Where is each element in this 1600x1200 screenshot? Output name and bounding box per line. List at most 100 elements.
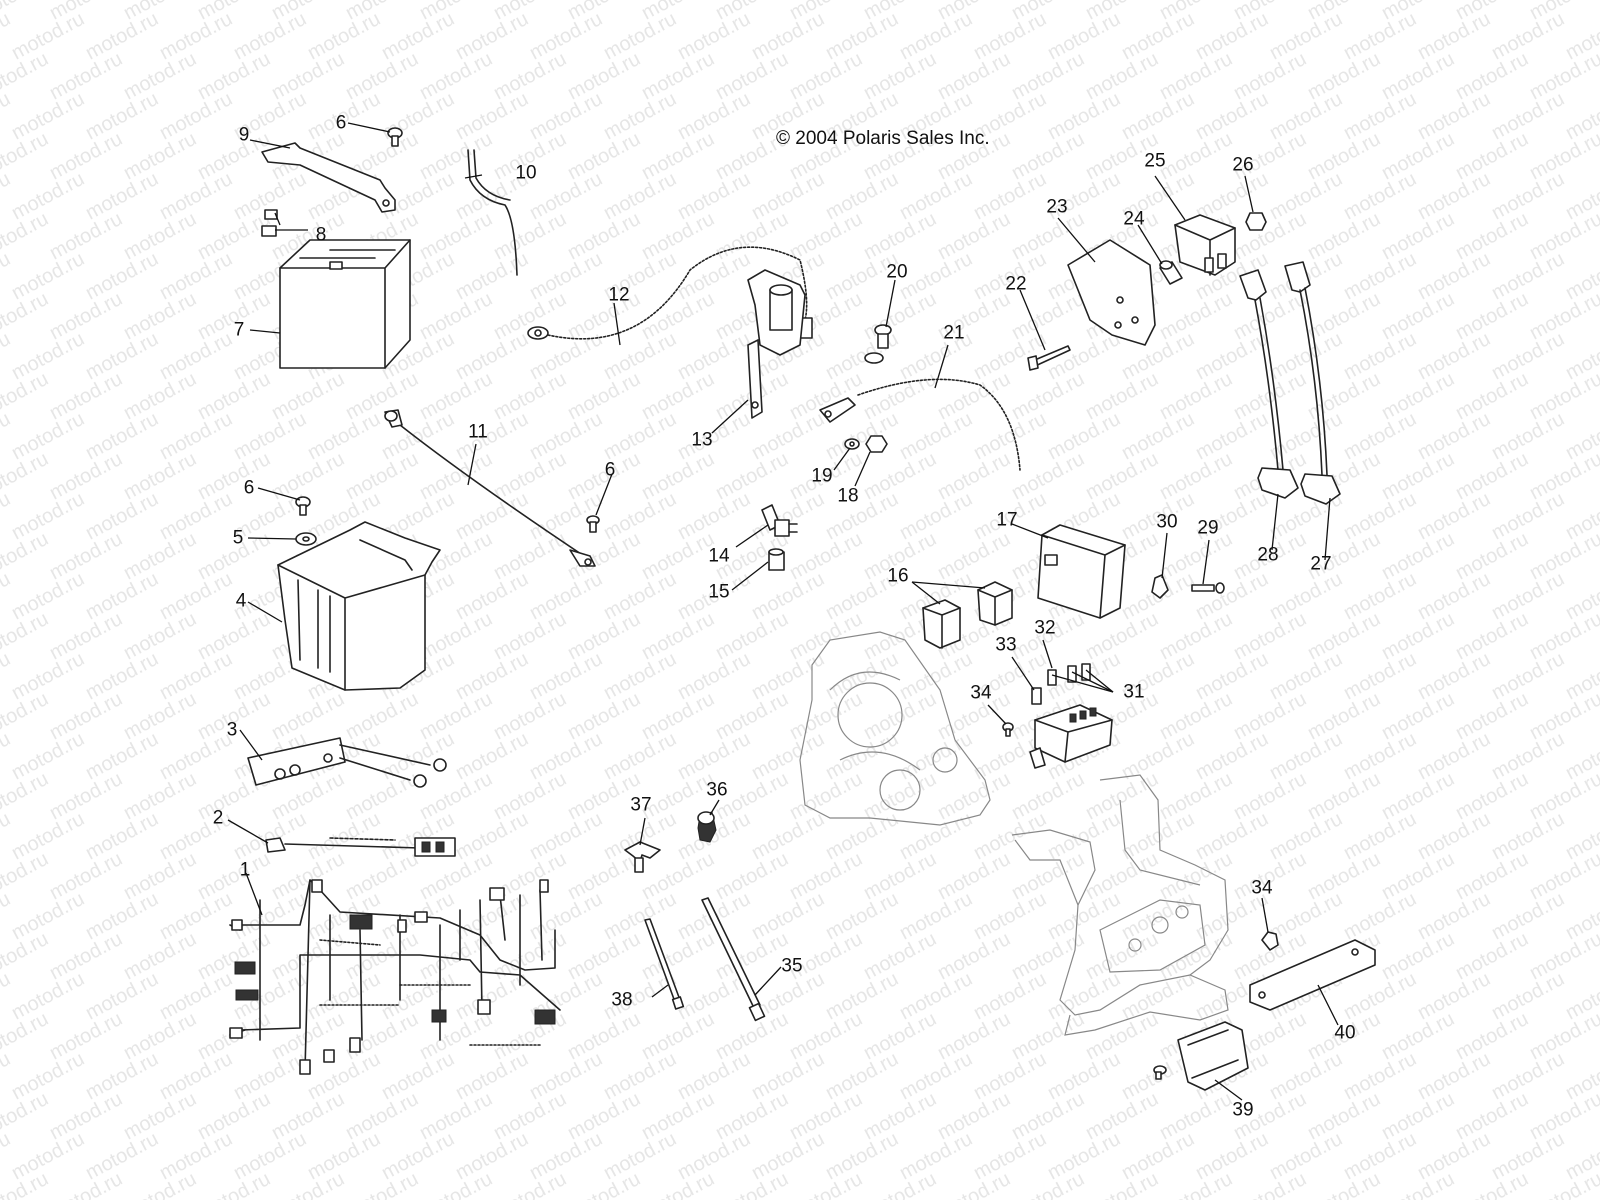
watermark-text: motod.ru (712, 1008, 792, 1064)
watermark-text: motod.ru (156, 568, 236, 624)
watermark-text: motod.ru (8, 488, 88, 544)
watermark-text: motod.ru (638, 208, 718, 264)
watermark-text: motod.ru (674, 1048, 754, 1104)
watermark-text: motod.ru (860, 768, 940, 824)
watermark-text: motod.ru (822, 328, 902, 384)
watermark-text: motod.ru (860, 928, 940, 984)
watermark-text: motod.ru (1414, 408, 1494, 464)
cable-tie (644, 918, 685, 1010)
watermark-text: motod.ru (1340, 808, 1420, 864)
watermark-text: motod.ru (490, 928, 570, 984)
watermark-text: motod.ru (600, 88, 680, 144)
watermark-text: motod.ru (1340, 648, 1420, 704)
watermark-text: motod.ru (230, 408, 310, 464)
watermark-text: motod.ru (1526, 1168, 1600, 1200)
watermark-text: motod.ru (1452, 928, 1532, 984)
watermark-text: motod.ru (0, 328, 14, 384)
callout-27: 27 (1310, 553, 1332, 575)
watermark-text: motod.ru (564, 208, 644, 264)
wiring-lead (265, 837, 456, 857)
watermark-text: motod.ru (416, 1088, 496, 1144)
watermark-text: motod.ru (1414, 1048, 1494, 1104)
watermark-text: motod.ru (120, 208, 200, 264)
watermark-text: motod.ru (194, 448, 274, 504)
watermark-text: motod.ru (1488, 568, 1568, 624)
watermark-text: motod.ru (46, 768, 126, 824)
bolt (387, 127, 403, 147)
watermark-text: motod.ru (1230, 288, 1310, 344)
watermark-text: motod.ru (1082, 848, 1162, 904)
watermark-text: motod.ru (970, 168, 1050, 224)
watermark-text: motod.ru (1340, 728, 1420, 784)
push-clip (624, 841, 661, 873)
watermark-text: motod.ru (1526, 1008, 1600, 1064)
watermark-text: motod.ru (970, 888, 1050, 944)
watermark-text: motod.ru (1414, 968, 1494, 1024)
watermark-text: motod.ru (934, 48, 1014, 104)
watermark-text: motod.ru (8, 1128, 88, 1184)
watermark-text: motod.ru (526, 808, 606, 864)
watermark-text: motod.ru (1156, 688, 1236, 744)
watermark-text: motod.ru (82, 808, 162, 864)
watermark-text: motod.ru (0, 88, 14, 144)
watermark-text: motod.ru (156, 328, 236, 384)
watermark-text: motod.ru (1526, 1088, 1600, 1144)
watermark-text: motod.ru (46, 48, 126, 104)
watermark-text: motod.ru (526, 888, 606, 944)
watermark-text: motod.ru (934, 848, 1014, 904)
watermark-text: motod.ru (1192, 648, 1272, 704)
watermark-text: motod.ru (1414, 8, 1494, 64)
relay (977, 581, 1013, 626)
watermark-text: motod.ru (1082, 1088, 1162, 1144)
watermark-text: motod.ru (1266, 1128, 1346, 1184)
watermark-text: motod.ru (1340, 88, 1420, 144)
watermark-text: motod.ru (860, 848, 940, 904)
watermark-text: motod.ru (1156, 128, 1236, 184)
callout-16: 16 (887, 565, 909, 587)
watermark-text: motod.ru (416, 128, 496, 184)
watermark-text: motod.ru (194, 368, 274, 424)
watermark-text: motod.ru (1452, 48, 1532, 104)
watermark-text: motod.ru (748, 808, 828, 864)
watermark-text: motod.ru (1266, 888, 1346, 944)
watermark-text: motod.ru (896, 888, 976, 944)
callout-26: 26 (1232, 154, 1254, 176)
watermark-text: motod.ru (156, 8, 236, 64)
watermark-text: motod.ru (120, 848, 200, 904)
watermark-text: motod.ru (1526, 528, 1600, 584)
watermark-text: motod.ru (156, 88, 236, 144)
watermark-text: motod.ru (1414, 568, 1494, 624)
watermark-text: motod.ru (748, 728, 828, 784)
watermark-text: motod.ru (600, 1128, 680, 1184)
watermark-text: motod.ru (1044, 1128, 1124, 1184)
watermark-text: motod.ru (786, 688, 866, 744)
callout-17: 17 (996, 509, 1018, 531)
callout-18: 18 (837, 485, 859, 507)
callout-22: 22 (1005, 273, 1027, 295)
watermark-text: motod.ru (342, 688, 422, 744)
watermark-text: motod.ru (1488, 408, 1568, 464)
callout-6-mid: 6 (604, 459, 616, 481)
boot (768, 548, 785, 571)
callout-37: 37 (630, 794, 652, 816)
watermark-text: motod.ru (8, 808, 88, 864)
watermark-text: motod.ru (1414, 728, 1494, 784)
watermark-text: motod.ru (156, 648, 236, 704)
watermark-text: motod.ru (1008, 768, 1088, 824)
watermark-text: motod.ru (970, 968, 1050, 1024)
watermark-text: motod.ru (1044, 968, 1124, 1024)
watermark-text: motod.ru (1082, 1008, 1162, 1064)
watermark-text: motod.ru (156, 728, 236, 784)
watermark-text: motod.ru (970, 1048, 1050, 1104)
watermark-text: motod.ru (1378, 288, 1458, 344)
watermark-text: motod.ru (712, 208, 792, 264)
watermark-text: motod.ru (120, 48, 200, 104)
mounting-plate (1249, 939, 1376, 1011)
watermark-text: motod.ru (748, 1048, 828, 1104)
ground-strap (247, 737, 447, 788)
callout-28: 28 (1257, 544, 1279, 566)
watermark-text: motod.ru (896, 648, 976, 704)
watermark-text: motod.ru (1414, 248, 1494, 304)
watermark-text: motod.ru (1304, 288, 1384, 344)
